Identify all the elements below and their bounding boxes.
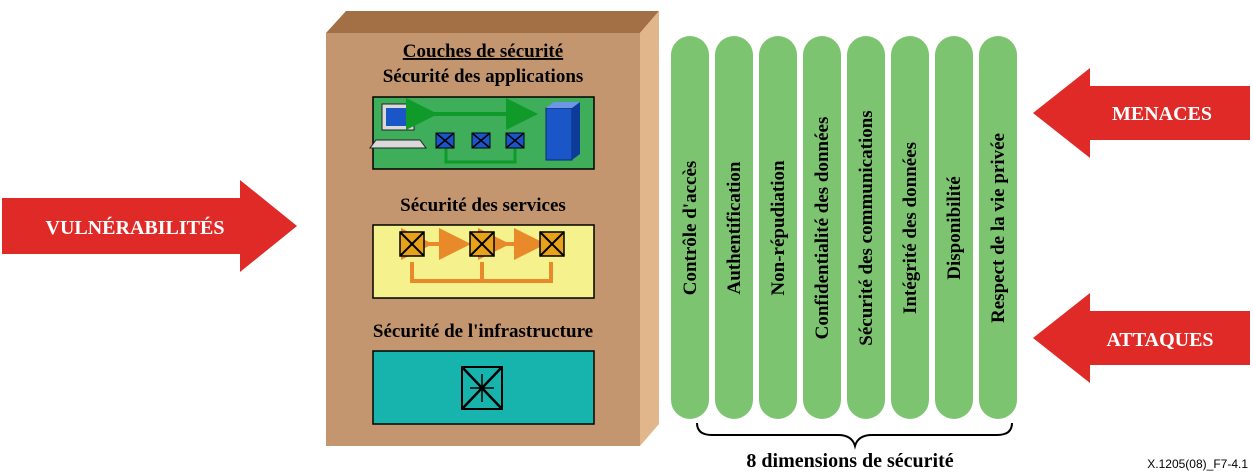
box-top-face (326, 11, 659, 33)
layers-title: Couches de sécurité (403, 41, 563, 62)
dimension-pillar: Confidentialité des données (803, 36, 841, 419)
infrastructure-layer-panel (372, 350, 595, 425)
dimension-label: Disponibilité (944, 176, 965, 279)
vulnerabilities-label: VULNÉRABILITÉS (46, 216, 225, 239)
dimension-pillar: Respect de la vie privée (979, 36, 1017, 419)
menaces-arrow: MENACES (1033, 68, 1250, 158)
dimension-pillar: Contrôle d'accès (671, 36, 709, 419)
service-layer-panel (372, 224, 595, 299)
dimension-label: Intégrité des données (900, 142, 921, 314)
infrastructure-layer-label: Sécurité de l'infrastructure (373, 321, 593, 342)
box-side-face (640, 11, 659, 446)
switch-icon (461, 366, 503, 410)
dimensions-caption: 8 dimensions de sécurité (746, 450, 953, 472)
dimension-label: Non-répudiation (768, 160, 789, 296)
dimension-label: Contrôle d'accès (680, 161, 701, 296)
dimension-label: Authentification (724, 161, 745, 294)
menaces-label: MENACES (1112, 103, 1212, 125)
router-icon (435, 132, 455, 149)
router-icon (469, 231, 495, 257)
dimension-label: Respect de la vie privée (988, 133, 1009, 323)
router-icon (399, 231, 425, 257)
attaques-label: ATTAQUES (1106, 329, 1213, 351)
router-icon (505, 132, 525, 149)
router-icon (539, 231, 565, 257)
dimension-pillars: Contrôle d'accès Authentification Non-ré… (671, 36, 1017, 419)
security-layers-box: Couches de sécurité Sécurité des applica… (326, 11, 659, 446)
router-icon (471, 132, 491, 149)
dimensions-brace (696, 422, 1013, 450)
service-layer-label: Sécurité des services (400, 195, 566, 216)
dimension-label: Confidentialité des données (812, 117, 833, 340)
dimension-label: Sécurité des communications (856, 110, 877, 345)
app-loop-line (444, 148, 517, 164)
dimension-pillar: Intégrité des données (891, 36, 929, 419)
dimension-pillar: Authentification (715, 36, 753, 419)
application-layer-panel (369, 96, 595, 170)
dimension-pillar: Disponibilité (935, 36, 973, 419)
dimension-pillar: Sécurité des communications (847, 36, 885, 419)
figure-id: X.1205(08)_F7-4.1 (1147, 457, 1248, 471)
attaques-arrow: ATTAQUES (1033, 293, 1250, 383)
vulnerabilities-arrow: VULNÉRABILITÉS (2, 180, 297, 272)
server-icon (545, 102, 580, 161)
dimension-pillar: Non-répudiation (759, 36, 797, 419)
application-layer-label: Sécurité des applications (383, 66, 584, 87)
